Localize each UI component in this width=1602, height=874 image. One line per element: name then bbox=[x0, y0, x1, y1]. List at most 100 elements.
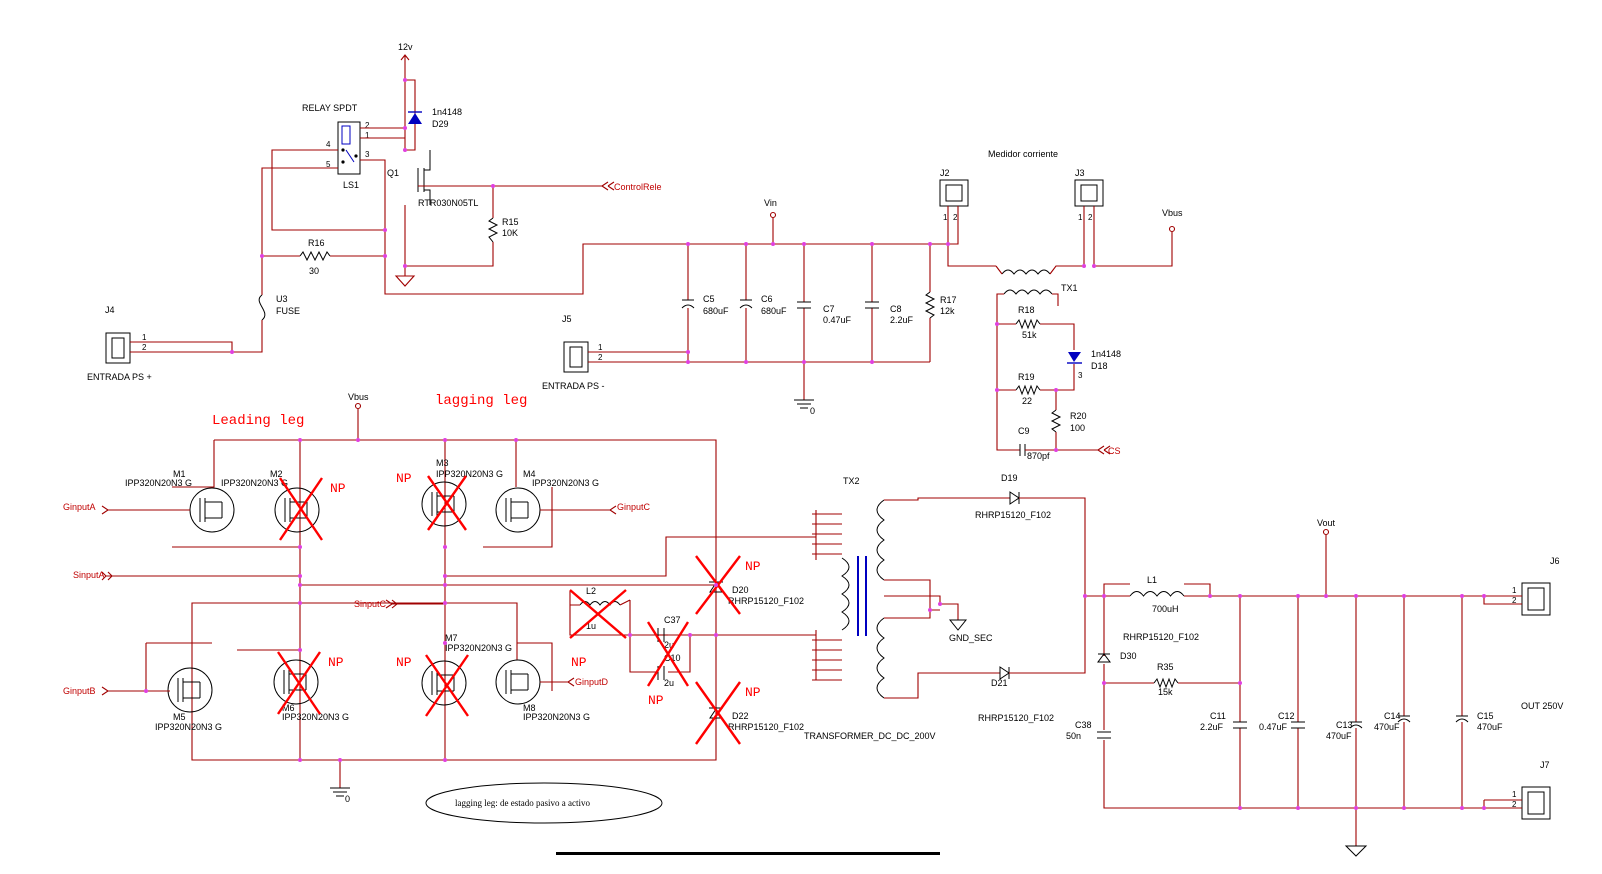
np-marker-m7: NP bbox=[396, 655, 412, 670]
connector-j2-symbol bbox=[939, 179, 969, 207]
c13-ref: C13 bbox=[1336, 720, 1353, 730]
connector-j6-symbol bbox=[1521, 582, 1551, 616]
input-ground-label: 0 bbox=[810, 406, 815, 416]
relay-pin-5: 5 bbox=[326, 160, 331, 169]
relay-pin-1: 1 bbox=[365, 131, 370, 140]
c38-value: 50n bbox=[1066, 731, 1081, 741]
np-marker-m2: NP bbox=[330, 481, 346, 496]
diode-d29-ref: D29 bbox=[432, 119, 449, 129]
relay-pin-2: 2 bbox=[365, 121, 370, 130]
inductor-l2-symbol bbox=[570, 599, 631, 606]
l1-ref: L1 bbox=[1147, 575, 1157, 585]
d30-part: RHRP15120_F102 bbox=[1123, 632, 1199, 642]
c13-value: 470uF bbox=[1326, 731, 1352, 741]
d20-ref: D20 bbox=[732, 585, 749, 595]
fuse-label: FUSE bbox=[276, 306, 300, 316]
diode-d18-symbol bbox=[1067, 352, 1082, 364]
diode-d30-symbol bbox=[1097, 653, 1111, 663]
vout-label: Vout bbox=[1317, 518, 1336, 528]
m7-ref: M7 bbox=[445, 633, 458, 643]
c14-value: 470uF bbox=[1374, 722, 1400, 732]
relay-ref: LS1 bbox=[343, 180, 359, 190]
j4-pin-1: 1 bbox=[142, 333, 147, 342]
meter-vbus-label: Vbus bbox=[1162, 208, 1183, 218]
m4-part: IPP320N20N3 G bbox=[532, 478, 599, 488]
r17-value: 12k bbox=[940, 306, 955, 316]
connector-j5-symbol bbox=[563, 341, 589, 373]
d22-part: RHRP15120_F102 bbox=[728, 722, 804, 732]
r18-ref: R18 bbox=[1018, 305, 1035, 315]
j2-pin-1: 1 bbox=[943, 213, 948, 222]
c15-ref: C15 bbox=[1477, 711, 1494, 721]
connector-j3-symbol bbox=[1074, 179, 1104, 207]
r16-ref: R16 bbox=[308, 238, 325, 248]
c12-value: 0.47uF bbox=[1259, 722, 1288, 732]
c9-value: 870pf bbox=[1027, 451, 1050, 461]
m8-ref: M8 bbox=[523, 703, 536, 713]
mosfet-m8-symbol bbox=[495, 659, 541, 705]
c37-value: 2u bbox=[664, 640, 674, 650]
out-label: OUT 250V bbox=[1521, 701, 1563, 711]
j4-pin-2: 2 bbox=[142, 343, 147, 352]
c37-ref: C37 bbox=[664, 615, 681, 625]
d21-part: RHRP15120_F102 bbox=[978, 713, 1054, 723]
m3-part: IPP320N20N3 G bbox=[436, 469, 503, 479]
mosfet-m5-symbol bbox=[167, 667, 213, 713]
m2-part: IPP320N20N3 G bbox=[221, 478, 288, 488]
j5-label: ENTRADA PS - bbox=[542, 381, 605, 391]
c11-ref: C11 bbox=[1210, 711, 1226, 721]
supply-12v-label: 12v bbox=[398, 42, 413, 52]
j5-ref: J5 bbox=[562, 314, 572, 324]
tx2-ref: TX2 bbox=[843, 476, 860, 486]
d18-pin: 3 bbox=[1078, 371, 1083, 380]
c11-value: 2.2uF bbox=[1200, 722, 1224, 732]
mosfet-m4-symbol bbox=[495, 487, 541, 533]
c14-ref: C14 bbox=[1384, 711, 1401, 721]
np-cross-marks bbox=[277, 475, 741, 745]
m6-ref: M6 bbox=[282, 703, 295, 713]
relay-pin-3: 3 bbox=[365, 150, 370, 159]
np-marker-l2: NP bbox=[571, 655, 587, 670]
mosfet-q1-ref: Q1 bbox=[387, 168, 399, 178]
d18-ref: D18 bbox=[1091, 361, 1108, 371]
c9-ref: C9 bbox=[1018, 426, 1030, 436]
net-cs: CS bbox=[1108, 446, 1121, 456]
c12-ref: C12 bbox=[1278, 711, 1295, 721]
m5-ref: M5 bbox=[173, 712, 186, 722]
d19-ref: D19 bbox=[1001, 473, 1018, 483]
j5-pin-1: 1 bbox=[598, 343, 603, 352]
r15-value: 10K bbox=[502, 228, 518, 238]
j4-ref: J4 bbox=[105, 305, 115, 315]
diode-d19-symbol bbox=[1009, 491, 1020, 505]
c5-ref: C5 bbox=[703, 294, 715, 304]
mosfet-m2-symbol bbox=[274, 487, 320, 533]
relay-pin-4: 4 bbox=[326, 140, 331, 149]
j3-pin-1: 1 bbox=[1078, 213, 1083, 222]
net-control-rele: ControlRele bbox=[614, 182, 662, 192]
power-input-section: 12v 1n4148 D29 RELAY SPDT 2 1 4 5 3 LS1 bbox=[87, 42, 957, 416]
np-marker-d20: NP bbox=[745, 559, 761, 574]
bridge-vbus-label: Vbus bbox=[348, 392, 369, 402]
current-meter-title: Medidor corriente bbox=[988, 149, 1058, 159]
j3-pin-2: 2 bbox=[1088, 213, 1093, 222]
net-ginput-c: GinputC bbox=[617, 502, 651, 512]
m6-part: IPP320N20N3 G bbox=[282, 712, 349, 722]
r17-ref: R17 bbox=[940, 295, 957, 305]
c6-value: 680uF bbox=[761, 306, 787, 316]
net-ginput-a: GinputA bbox=[63, 502, 96, 512]
j5-pin-2: 2 bbox=[598, 353, 603, 362]
m8-part: IPP320N20N3 G bbox=[523, 712, 590, 722]
gnd-sec-label: GND_SEC bbox=[949, 633, 993, 643]
connector-j4-symbol bbox=[105, 332, 131, 364]
j7-pin-1: 1 bbox=[1512, 790, 1517, 799]
j6-pin-2: 2 bbox=[1512, 596, 1517, 605]
net-sinput-a: SinputA bbox=[73, 570, 105, 580]
j2-ref: J2 bbox=[940, 168, 950, 178]
m3-ref: M3 bbox=[436, 458, 449, 468]
leading-leg-label: Leading leg bbox=[212, 413, 304, 429]
c7-value: 0.47uF bbox=[823, 315, 852, 325]
input-capacitor-bank bbox=[681, 244, 936, 362]
diode-d29-symbol bbox=[408, 111, 422, 124]
relay-title: RELAY SPDT bbox=[302, 103, 358, 113]
connector-j7-symbol bbox=[1521, 786, 1551, 820]
